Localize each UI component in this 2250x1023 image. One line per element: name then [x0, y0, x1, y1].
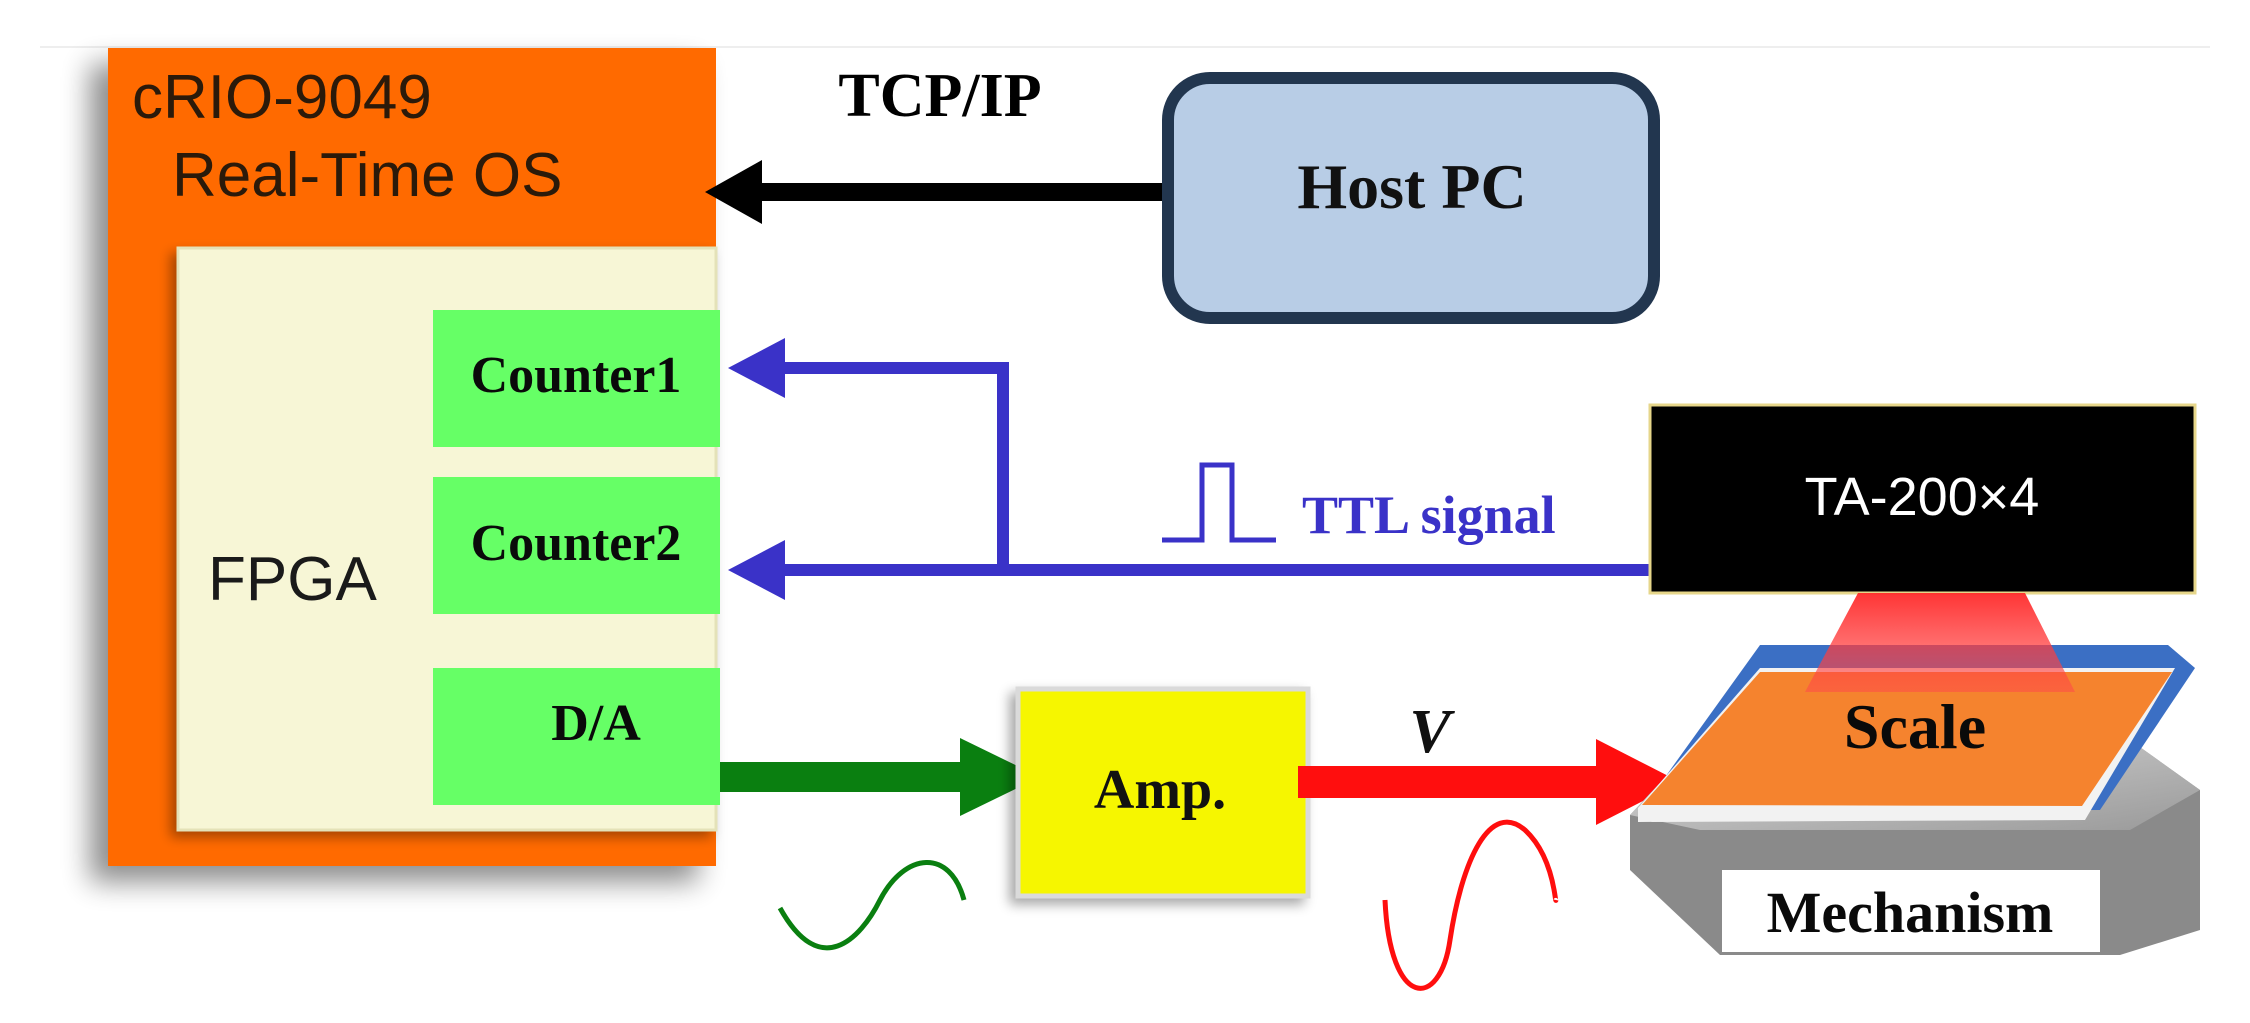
counter1-label: Counter1 — [471, 347, 682, 404]
fpga-label: FPGA — [208, 545, 377, 614]
sensor-label: TA-200×4 — [1805, 467, 2040, 527]
scale-plate — [1642, 672, 2172, 806]
mechanism-label-plate — [1722, 870, 2100, 952]
crio-title-line1: cRIO-9049 — [132, 63, 432, 132]
ttl-arrowhead-counter1 — [728, 338, 785, 398]
mechanism-label: Mechanism — [1767, 880, 2054, 945]
crio-title-line2: Real-Time OS — [172, 141, 562, 210]
sensor-box — [1648, 403, 2197, 595]
stage-assembly: Mechanism Scale — [1630, 593, 2200, 955]
counter2-block — [433, 477, 720, 614]
da-block — [433, 668, 720, 805]
amp-arrow-shaft — [1298, 766, 1608, 798]
ttl-arrowhead-counter2 — [728, 540, 785, 600]
ttl-label: TTL signal — [1302, 485, 1556, 545]
amp-label: Amp. — [1094, 759, 1226, 821]
voltage-label: V — [1409, 698, 1455, 766]
tcpip-label: TCP/IP — [838, 62, 1041, 130]
ttl-lines — [728, 338, 1650, 600]
tcpip-arrowhead — [705, 160, 762, 224]
host-pc-label: Host PC — [1297, 151, 1526, 222]
ttl-line-counter1 — [782, 362, 1650, 576]
da-sine-icon — [777, 860, 967, 951]
amp-box — [1015, 686, 1311, 899]
scale-label: Scale — [1844, 691, 1986, 762]
host-pc-box — [1162, 72, 1660, 324]
amp-arrowhead — [1596, 739, 1680, 825]
da-arrowhead — [960, 738, 1040, 816]
amp-sine-icon — [1382, 819, 1559, 991]
ttl-pulse-icon — [1162, 462, 1276, 543]
counter1-block — [433, 310, 720, 447]
da-label: D/A — [551, 695, 641, 752]
da-arrow-shaft — [720, 762, 970, 792]
counter2-label: Counter2 — [471, 515, 682, 572]
laser-beam — [1805, 593, 2075, 692]
